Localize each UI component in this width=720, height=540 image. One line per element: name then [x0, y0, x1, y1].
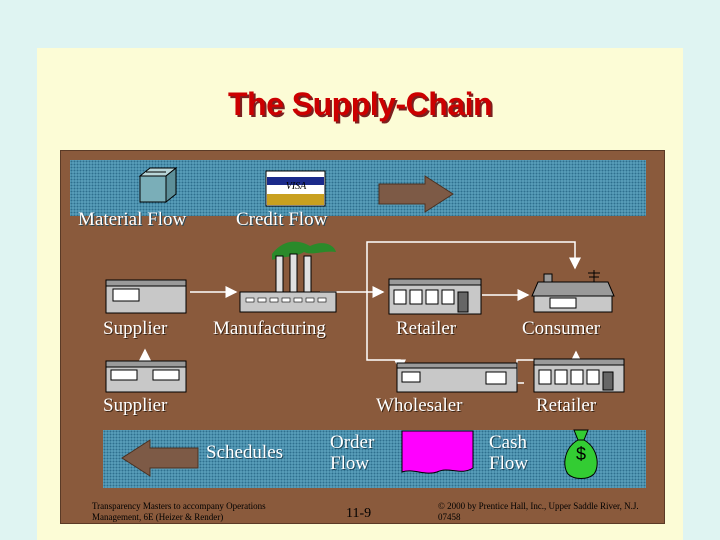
supplier-building-icon	[105, 279, 187, 314]
slide-title: The Supply-Chain	[228, 86, 493, 122]
schedules-label: Schedules	[206, 442, 284, 463]
manufacturing-label: Manufacturing	[213, 318, 326, 339]
right-arrow-icon	[378, 175, 454, 213]
credit-line: Transparency Masters to accompany Operat…	[92, 501, 266, 523]
retailer-label-2: Retailer	[536, 395, 597, 416]
retailer-store-icon	[388, 278, 482, 315]
copyright-line-1: © 2000 by Prentice Hall, Inc., Upper Sad…	[438, 501, 639, 511]
copyright-line: © 2000 by Prentice Hall, Inc., Upper Sad…	[438, 501, 639, 523]
order-flow-label: Order Flow	[330, 432, 375, 474]
order-sheet-icon	[401, 430, 474, 474]
credit-flow-label: Credit Flow	[236, 209, 328, 230]
copyright-line-2: 07458	[438, 512, 461, 522]
credit-line-2: Management, 6E (Heizer & Render)	[92, 512, 224, 522]
left-arrow-icon	[121, 439, 199, 477]
wholesaler-warehouse-icon	[396, 362, 518, 393]
supplier-label-2: Supplier	[103, 395, 168, 416]
box-icon	[138, 166, 178, 204]
retailer-store-icon-2	[533, 358, 625, 393]
wholesaler-label: Wholesaler	[376, 395, 463, 416]
page-number: 11-9	[346, 506, 372, 521]
card-brand-text: VISA	[285, 181, 307, 192]
supplier-label-1: Supplier	[103, 318, 168, 339]
factory-icon	[239, 241, 337, 313]
supplier-building-icon-2	[105, 360, 187, 393]
credit-line-1: Transparency Masters to accompany Operat…	[92, 501, 266, 511]
dollar-sign: $	[575, 444, 586, 464]
consumer-house-icon	[531, 270, 615, 313]
retailer-label-1: Retailer	[396, 318, 457, 339]
consumer-label: Consumer	[522, 318, 601, 339]
material-flow-label: Material Flow	[78, 209, 187, 230]
money-bag-icon	[564, 429, 598, 479]
cash-flow-label: Cash Flow	[489, 432, 529, 474]
credit-card-icon	[265, 170, 326, 207]
